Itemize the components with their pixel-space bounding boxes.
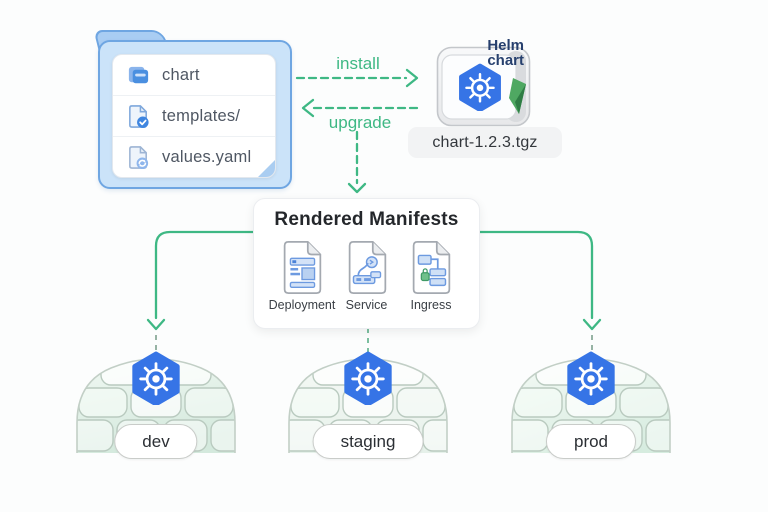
kubernetes-helm-hexagon-icon xyxy=(130,351,182,405)
cluster-dev: dev xyxy=(75,356,237,486)
prod-elbow-line xyxy=(468,230,594,320)
folder-item-label: templates/ xyxy=(162,106,241,125)
kubernetes-helm-hexagon-icon xyxy=(457,63,503,111)
folder-item-values: values.yaml xyxy=(113,136,275,177)
manifest-item-label: Service xyxy=(345,298,388,312)
folder-item-chart: chart xyxy=(113,55,275,95)
folder-item-label: values.yaml xyxy=(162,147,252,166)
manifest-item-label: Ingress xyxy=(410,298,452,312)
chart-folder-icon xyxy=(128,66,149,83)
render-arrowhead xyxy=(347,182,367,194)
chart-filename-badge: chart-1.2.3.tgz xyxy=(408,127,562,158)
ingress-doc-icon xyxy=(412,241,451,294)
cluster-label-dev: dev xyxy=(114,424,198,459)
folder-item-templates: templates/ xyxy=(113,95,275,136)
manifest-item-deployment: Deployment xyxy=(268,239,336,312)
helm-package xyxy=(436,46,532,128)
manifest-item-ingress: Ingress xyxy=(399,239,463,312)
file-check-icon xyxy=(129,104,149,128)
kubernetes-helm-hexagon-icon xyxy=(565,351,617,405)
cluster-staging: staging xyxy=(287,356,449,486)
folder-item-label: chart xyxy=(162,65,200,84)
upgrade-label: upgrade xyxy=(328,113,392,132)
folder-file-list: chart templates/ xyxy=(112,54,276,178)
manifests-title: Rendered Manifests xyxy=(274,209,459,230)
cluster-prod: prod xyxy=(510,356,672,486)
dev-arrowhead xyxy=(146,318,166,331)
install-label: install xyxy=(336,54,380,73)
prod-arrowhead xyxy=(582,318,602,331)
panel-fold-corner xyxy=(258,160,275,177)
service-doc-icon xyxy=(348,241,386,294)
kubernetes-helm-hexagon-icon xyxy=(342,351,394,405)
rendered-manifests-box: Rendered Manifests Deployment xyxy=(253,198,480,329)
cluster-label-staging: staging xyxy=(312,424,424,459)
dev-elbow-line xyxy=(154,230,262,320)
manifest-item-service: Service xyxy=(335,239,399,312)
package-leaf-icon xyxy=(509,78,526,114)
helm-chart-title: Helm chart xyxy=(487,37,524,69)
deployment-doc-icon xyxy=(283,241,322,294)
file-sync-icon xyxy=(129,145,149,169)
manifest-items: Deployment Service xyxy=(254,231,479,312)
manifest-item-label: Deployment xyxy=(268,298,336,312)
cluster-label-prod: prod xyxy=(545,424,637,459)
